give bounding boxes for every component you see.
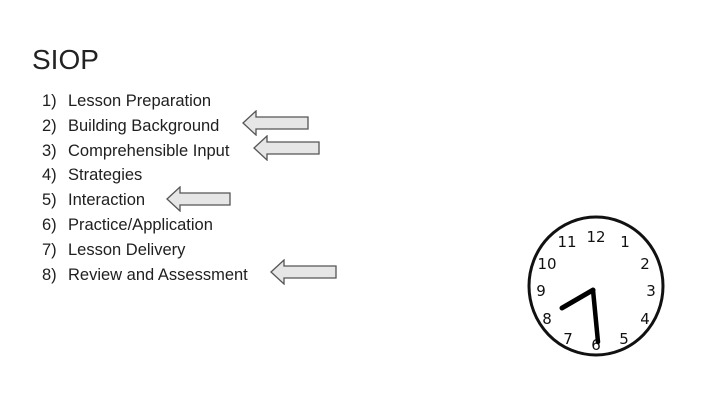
list-item: 6) Practice/Application: [42, 213, 248, 238]
left-arrow-icon: [166, 186, 231, 212]
clock-numeral-7: 7: [563, 330, 573, 348]
clock-numeral-12: 12: [586, 228, 605, 246]
list-item-label: Building Background: [68, 116, 220, 135]
list-item-number: 7): [42, 240, 57, 259]
left-arrow-icon: [253, 135, 320, 161]
list-item-label: Lesson Preparation: [68, 92, 212, 110]
list-item-label: Review and Assessment: [68, 265, 248, 284]
list-item-number: 6): [42, 215, 57, 234]
clock-numeral-9: 9: [536, 282, 546, 300]
list-item: 8) Review and Assessment: [42, 263, 248, 288]
clock-numeral-8: 8: [542, 310, 552, 328]
list-item-label: Practice/Application: [68, 215, 213, 234]
clock-minute-hand: [590, 287, 601, 345]
list-item-number: 8): [42, 265, 57, 284]
list-item-number: 1): [42, 92, 57, 110]
clock-numeral-2: 2: [640, 255, 650, 273]
list-item: 1) Lesson Preparation: [42, 89, 248, 114]
clock-numeral-5: 5: [619, 330, 629, 348]
list-item: 2) Building Background: [42, 114, 248, 139]
list-item-number: 3): [42, 141, 57, 160]
clock-numeral-4: 4: [640, 310, 650, 328]
left-arrow-icon: [270, 259, 337, 285]
clock-hour-hand: [559, 287, 596, 311]
list-item-label: Comprehensible Input: [68, 141, 230, 160]
clock-numeral-3: 3: [646, 282, 656, 300]
siop-component-list: 1) Lesson Preparation 2) Building Backgrou…: [42, 89, 248, 287]
list-item-label: Lesson Delivery: [68, 240, 186, 259]
slide-title: SIOP: [32, 44, 99, 75]
list-item: 4) Strategies: [42, 163, 248, 188]
left-arrow-icon: [242, 110, 309, 136]
list-item-label: Interaction: [68, 191, 146, 210]
list-item: 5) Interaction: [42, 188, 248, 213]
list-item-number: 4): [42, 166, 57, 185]
list-item: 3) Comprehensible Input: [42, 139, 248, 164]
clock-numeral-11: 11: [557, 233, 576, 251]
list-item-number: 5): [42, 191, 57, 210]
clock-icon: 12 1 2 3 4 5 6 7 8 9 10 11: [527, 215, 665, 357]
list-item: 7) Lesson Delivery: [42, 238, 248, 263]
clock-numeral-1: 1: [620, 233, 630, 251]
list-item-label: Strategies: [68, 166, 143, 185]
clock-numeral-10: 10: [537, 255, 556, 273]
clock-numeral-6: 6: [591, 336, 601, 354]
list-item-number: 2): [42, 116, 57, 135]
